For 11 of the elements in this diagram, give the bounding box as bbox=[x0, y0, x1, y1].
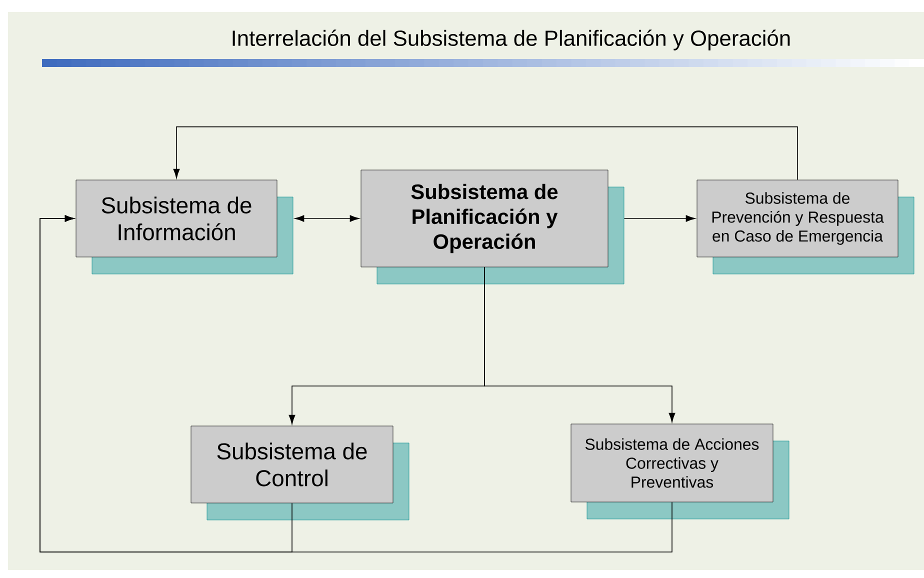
process-box: Subsistema de Planificación y Operación bbox=[360, 170, 624, 284]
arrow bbox=[40, 215, 672, 552]
title: Interrelación del Subsistema de Planificación y Operación bbox=[232, 30, 790, 50]
process-box: Subsistema de Prevención y Respuesta en Caso de Emergencia bbox=[696, 180, 914, 274]
process-box: Subsistema de Información bbox=[76, 180, 294, 274]
arrow bbox=[484, 266, 676, 422]
arrow bbox=[173, 126, 798, 180]
arrow bbox=[624, 215, 696, 222]
process-box: Subsistema de Control bbox=[190, 426, 410, 520]
arrow bbox=[294, 215, 360, 222]
process-box: Subsistema de Acciones Correctivas y Preventivas bbox=[570, 424, 790, 520]
